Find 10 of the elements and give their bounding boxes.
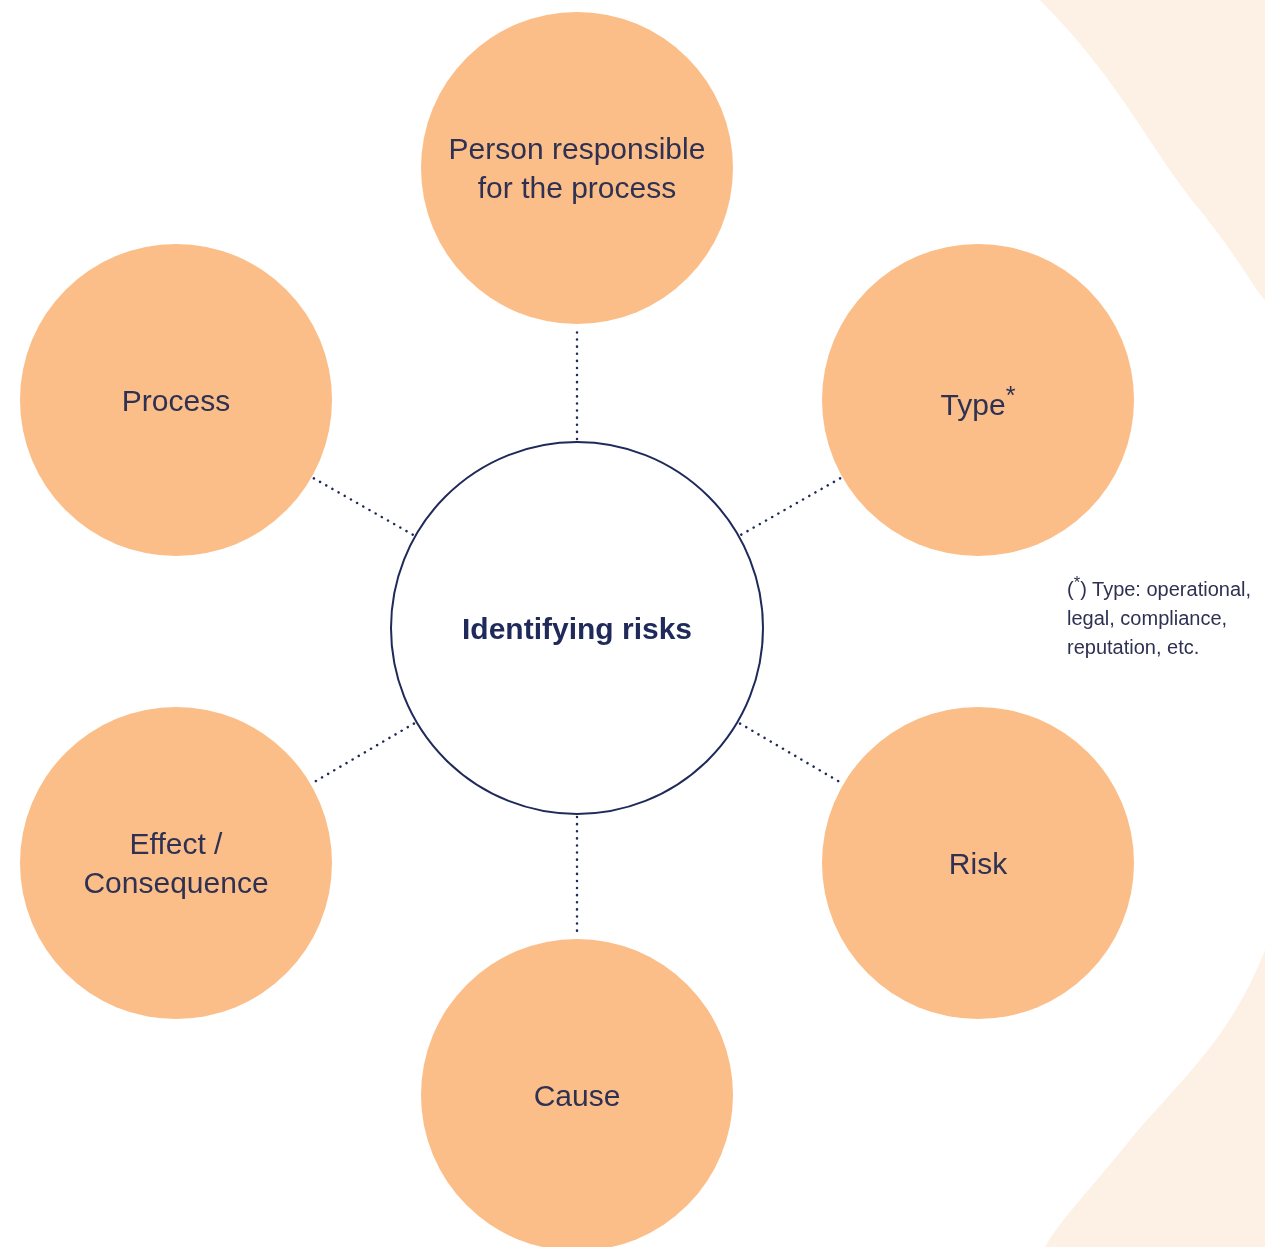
topic-label: Effect / Consequence bbox=[82, 826, 270, 901]
topic-label: Type$^{*}$ bbox=[939, 380, 1017, 423]
topic-label: Process bbox=[120, 382, 232, 419]
dotted-connector bbox=[740, 476, 842, 536]
topic-label: Risk bbox=[947, 845, 1009, 882]
topic-label: Person responsible for the process bbox=[447, 131, 707, 206]
footnote: ($^{*}$) Type: operational, legal, compliance, reputation, etc. bbox=[1067, 572, 1252, 660]
dotted-connector bbox=[312, 476, 414, 536]
topic-label: Cause bbox=[532, 1077, 622, 1114]
central-label: Identifying risks bbox=[460, 610, 694, 647]
